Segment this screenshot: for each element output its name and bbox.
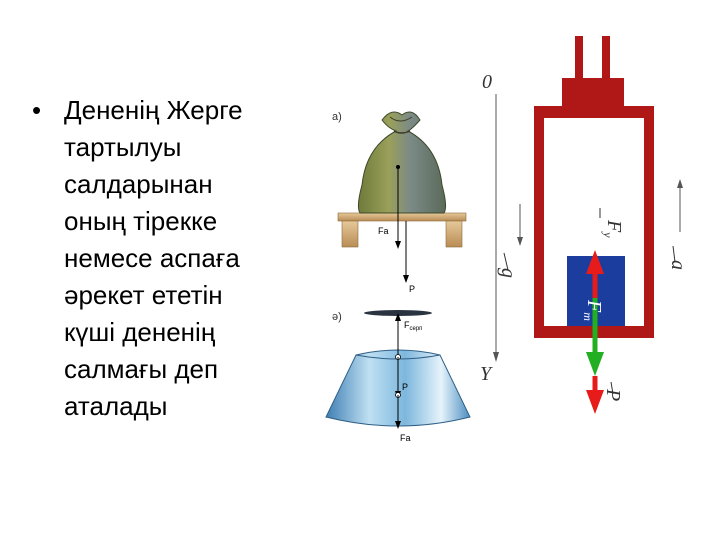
lamp-force-p-label: P — [402, 382, 408, 392]
fy-subscript: у — [601, 231, 615, 238]
g-label: g — [497, 268, 519, 278]
text-line: немесе аспаға — [64, 243, 240, 273]
fy-label: Fу — [601, 219, 625, 238]
text-line: оның тірекке — [64, 206, 218, 236]
p-vector-bar — [610, 381, 614, 395]
stand-leg-right — [445, 220, 463, 248]
elevator-cable-left — [575, 36, 583, 81]
p-arrow-arrowhead — [586, 390, 604, 414]
text-line: күші дененің — [64, 317, 216, 347]
text-line: салдарынан — [64, 169, 213, 199]
bag-force-p-arrowhead — [403, 275, 409, 283]
fy-arrow-arrowhead — [586, 250, 604, 274]
bag-lamp-figure: а) Fa P ә) Fсерп P Fa — [325, 111, 471, 443]
elevator-figure: 0 Y g a Fу Fт P — [480, 36, 689, 414]
elevator-top-mount — [562, 78, 624, 106]
bag — [357, 111, 447, 214]
fy-letter: F — [603, 219, 625, 233]
lamp-force-f-label: Fсерп — [404, 320, 422, 332]
y-axis-zero-label: 0 — [482, 71, 492, 93]
g-vector-bar — [503, 252, 509, 271]
lamp-force-f-arrowhead — [395, 313, 401, 321]
label-ae: ә) — [332, 311, 342, 323]
text-line: тартылуы — [64, 132, 182, 162]
bag-force-fa-arrowhead — [395, 241, 401, 249]
p-label: P — [602, 388, 624, 401]
lamp-force-fa-arrowhead — [395, 421, 401, 429]
g-arrow-arrowhead — [517, 237, 523, 246]
text-line: аталады — [64, 391, 168, 421]
a-vector-bar — [672, 245, 676, 263]
bag-center-dot — [396, 165, 400, 169]
elevator-cable-right — [602, 36, 610, 81]
ft-letter: F — [583, 299, 605, 313]
stand-top — [337, 212, 467, 222]
lamp-force-fa-label: Fa — [400, 433, 411, 443]
text-line: Дененің Жерге — [64, 95, 243, 125]
ft-arrow-arrowhead — [586, 352, 604, 376]
y-axis-arrowhead — [493, 352, 499, 362]
text-line: әрекет ететін — [64, 280, 223, 310]
text-line: салмағы деп — [64, 354, 219, 384]
ft-label: Fт — [581, 299, 605, 321]
bag-force-p-label: P — [409, 284, 415, 294]
stand-leg-left — [341, 220, 359, 248]
lamp-force-f-letter: F — [404, 320, 410, 330]
ft-subscript: т — [581, 312, 595, 321]
a-arrow-arrowhead — [677, 179, 683, 188]
label-a: а) — [332, 111, 342, 123]
a-label: a — [667, 260, 689, 270]
bag-force-fa-label: Fa — [378, 226, 389, 236]
bullet-text: Дененің Жерге тартылуы салдарынан оның т… — [64, 92, 324, 425]
lamp-force-f-subscript: серп — [410, 326, 423, 332]
bullet-marker: • — [32, 95, 42, 125]
y-axis-label: Y — [480, 363, 493, 385]
